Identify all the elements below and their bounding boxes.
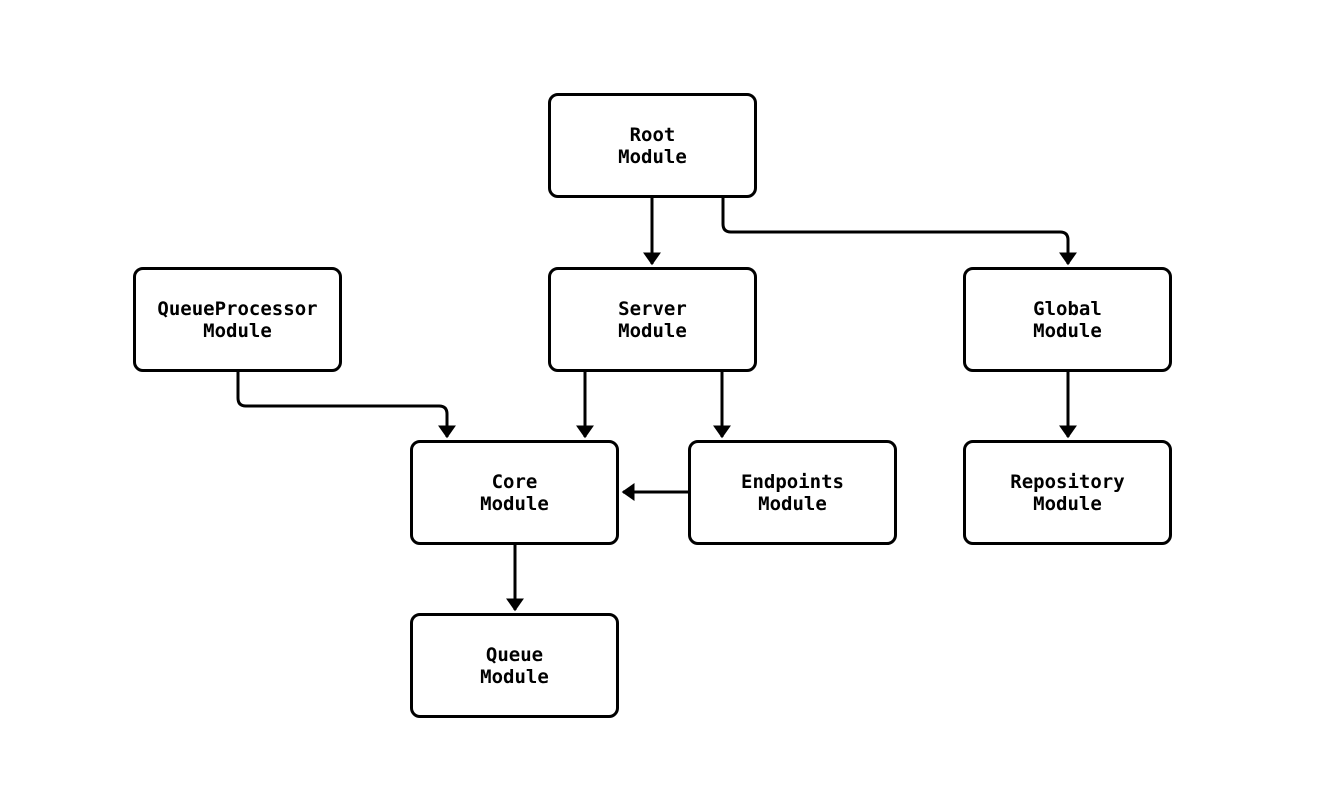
node-core-module: Core Module	[410, 440, 619, 545]
node-root-module-label: Root Module	[618, 123, 687, 168]
node-queue-module-label: Queue Module	[480, 643, 549, 688]
node-server-module: Server Module	[548, 267, 757, 372]
node-repository-module: Repository Module	[963, 440, 1172, 545]
node-core-module-label: Core Module	[480, 470, 549, 515]
node-root-module: Root Module	[548, 93, 757, 198]
node-queueprocessor-module-label: QueueProcessor Module	[157, 297, 318, 342]
node-endpoints-module-label: Endpoints Module	[741, 470, 844, 515]
node-global-module-label: Global Module	[1033, 297, 1102, 342]
node-queue-module: Queue Module	[410, 613, 619, 718]
edge-queueprocessor-to-core	[236, 372, 457, 439]
node-global-module: Global Module	[963, 267, 1172, 372]
edge-root-to-global	[721, 198, 1078, 266]
node-queueprocessor-module: QueueProcessor Module	[133, 267, 342, 372]
node-server-module-label: Server Module	[618, 297, 687, 342]
node-endpoints-module: Endpoints Module	[688, 440, 897, 545]
node-repository-module-label: Repository Module	[1010, 470, 1125, 515]
